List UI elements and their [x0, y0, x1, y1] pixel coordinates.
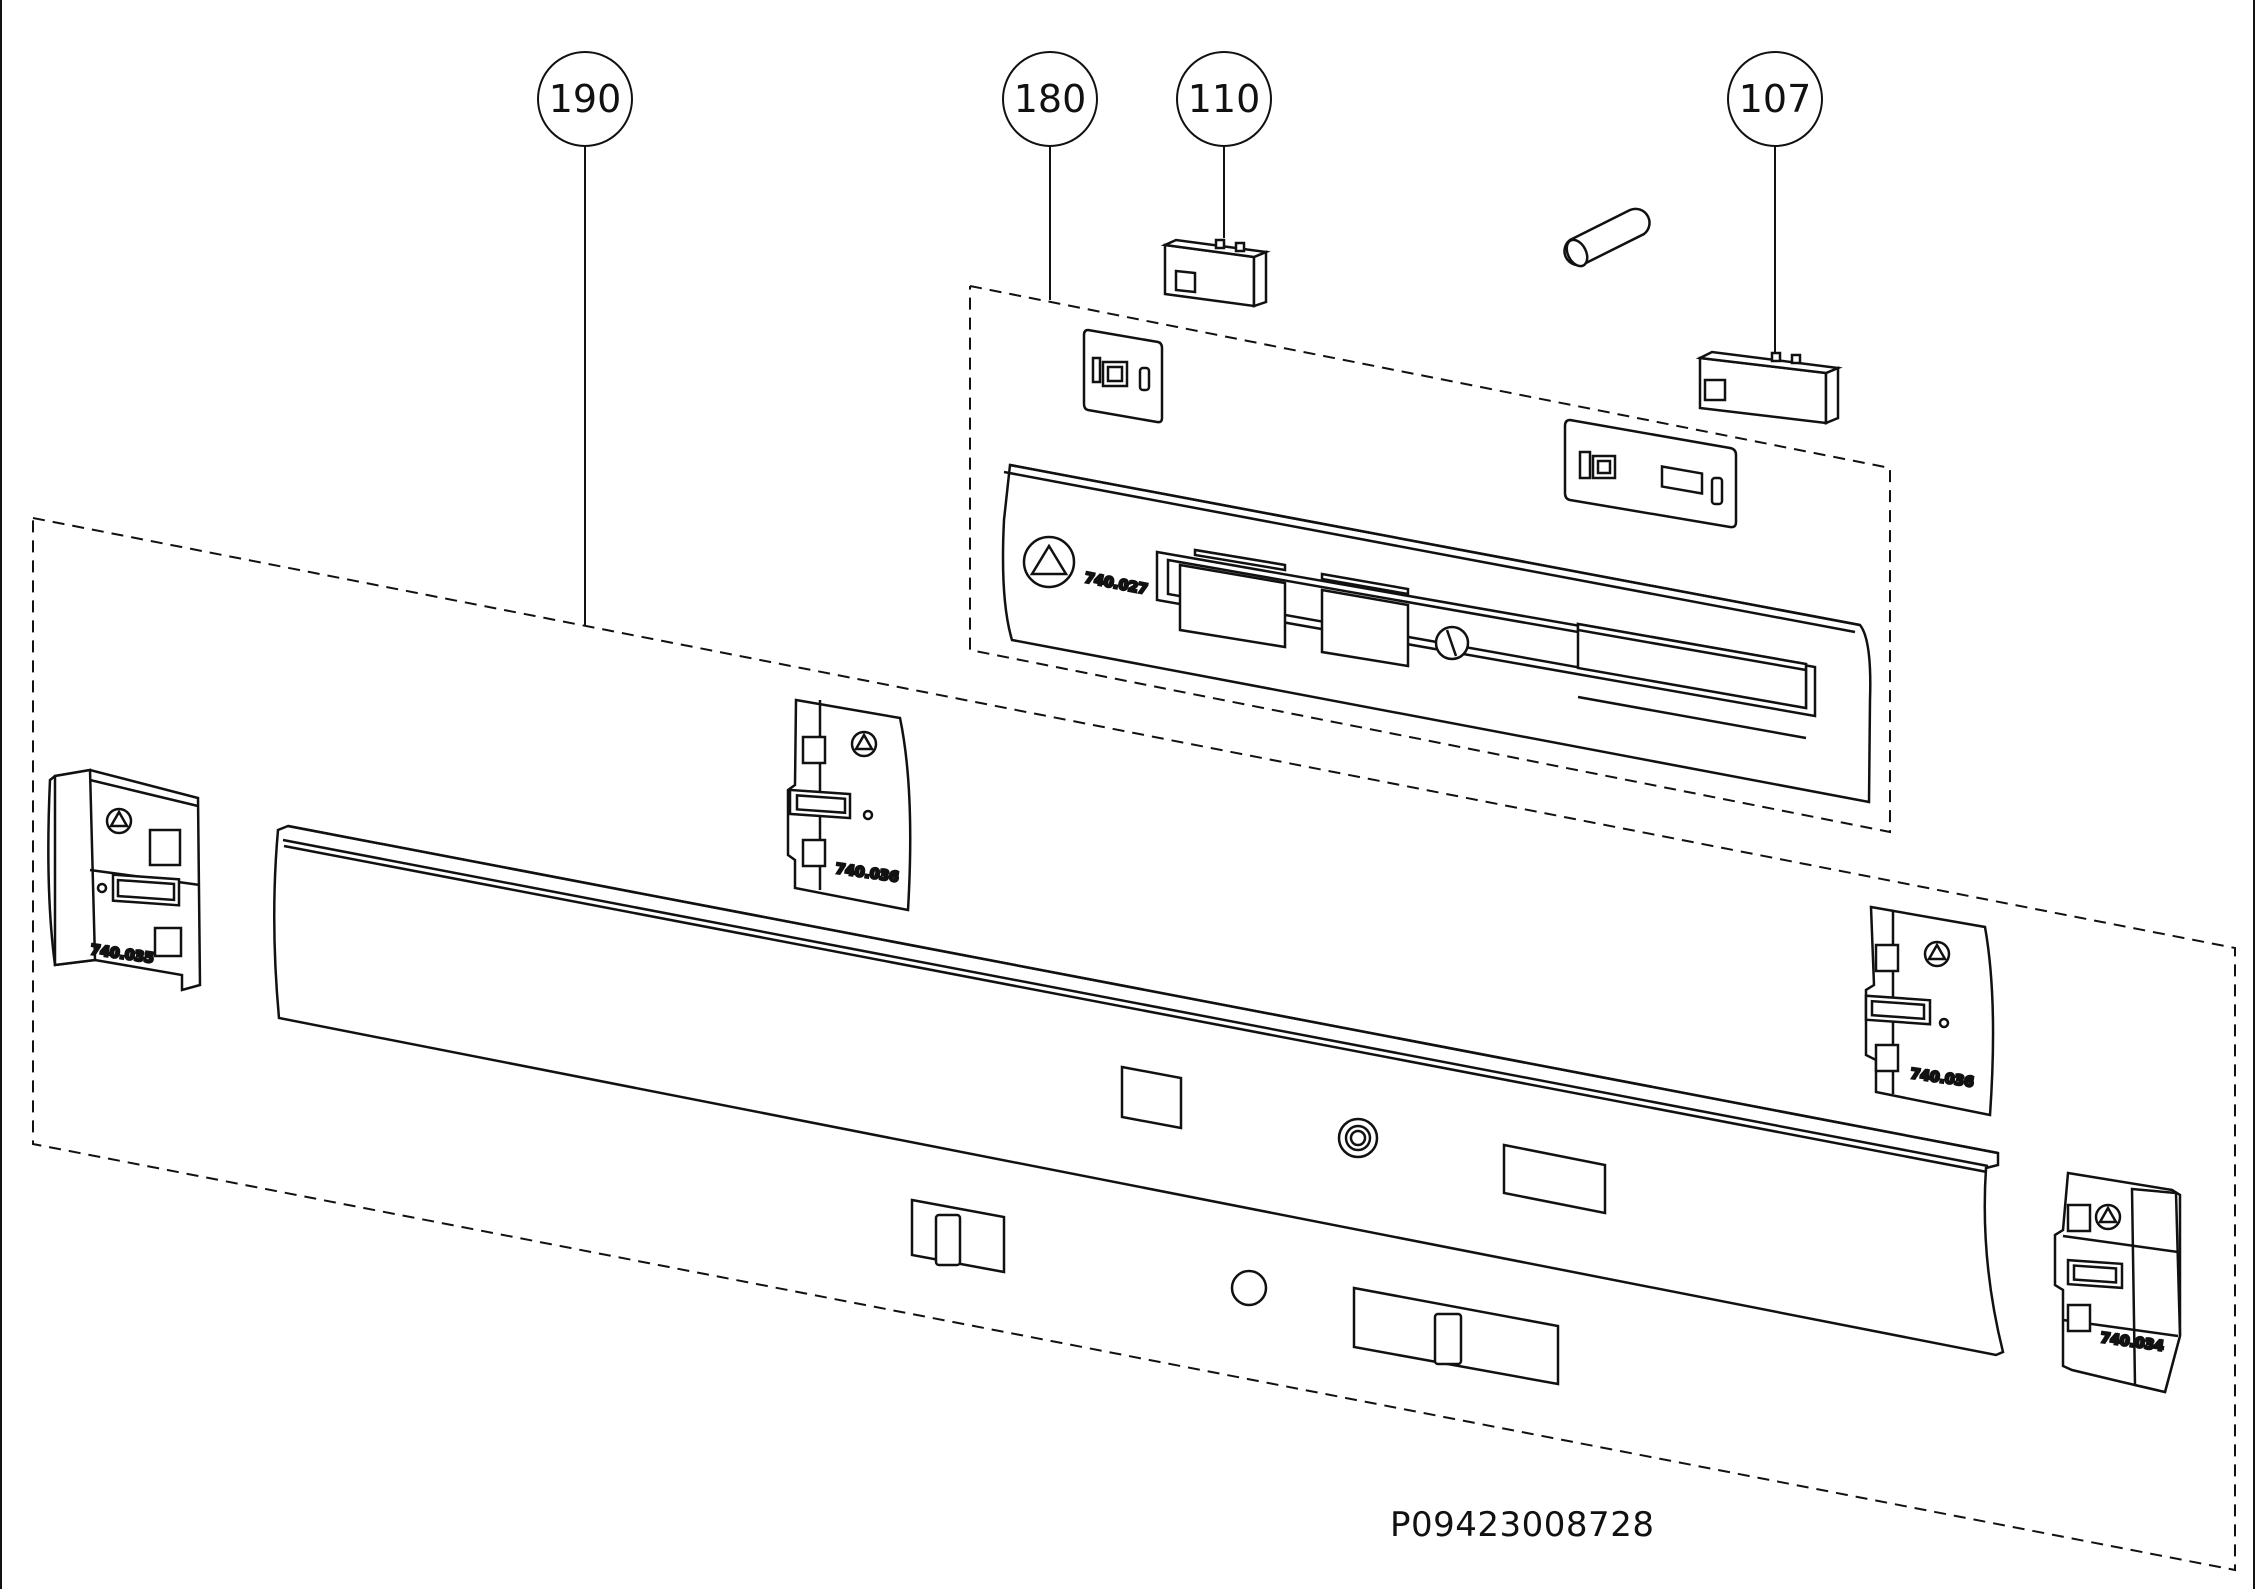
callout-180: 180	[1002, 51, 1098, 147]
bracket-left: 740.035	[47, 768, 202, 992]
pin	[1563, 207, 1651, 268]
bracket-right-upper: 740.036	[1864, 905, 1995, 1117]
switch-110	[1160, 238, 1271, 308]
callout-107-label: 107	[1739, 77, 1812, 121]
callout-110: 110	[1176, 51, 1272, 147]
leader-lines	[584, 147, 1776, 625]
callout-107: 107	[1727, 51, 1823, 147]
panel-rivet	[1230, 1269, 1268, 1307]
bracket-right-lower: 740.034	[2053, 1171, 2182, 1394]
callout-110-label: 110	[1188, 77, 1261, 121]
callout-190-label: 190	[549, 77, 622, 121]
small-bracket-left	[1082, 328, 1164, 424]
main-panel-190	[273, 824, 2005, 1386]
group-190-boundary	[32, 517, 2236, 1572]
callout-180-label: 180	[1014, 77, 1087, 121]
document-number: P09423008728	[1390, 1505, 1655, 1545]
panel-180: 740.027	[1001, 463, 1872, 804]
small-bracket-right	[1563, 418, 1738, 529]
bracket-center: 740.036	[786, 698, 912, 912]
callout-190: 190	[537, 51, 633, 147]
group-180-boundary	[969, 285, 1891, 834]
switch-107	[1695, 350, 1843, 425]
panel-opening-left	[1120, 1065, 1183, 1130]
panel-opening-right	[1502, 1143, 1607, 1215]
